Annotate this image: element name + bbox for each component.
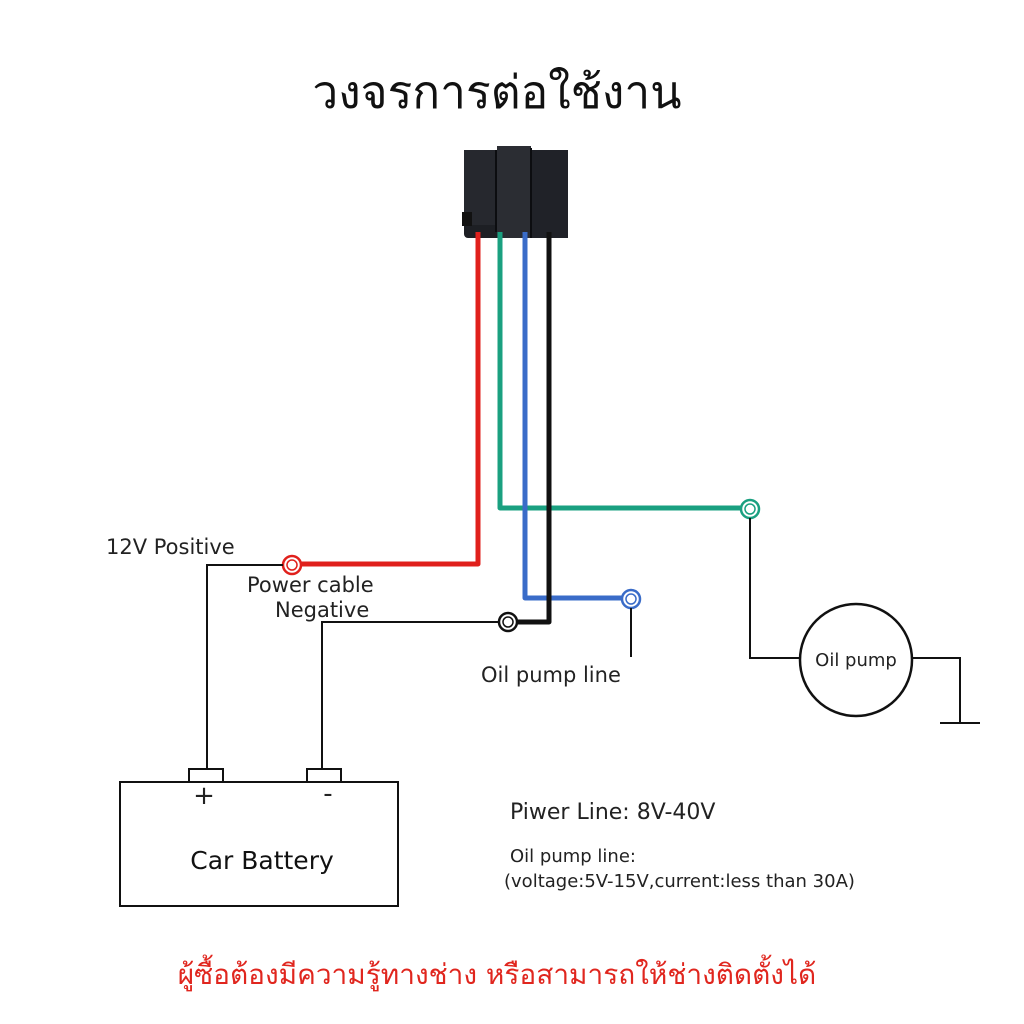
installation-warning: ผู้ซื้อต้องมีความรู้ทางช่าง หรือสามารถให…	[178, 954, 817, 992]
battery-label: Car Battery	[190, 846, 334, 875]
battery-plus-sign: +	[193, 781, 215, 811]
black-ground-wire	[515, 232, 552, 625]
terminal-ring-icon	[281, 554, 303, 576]
battery-icon	[119, 768, 399, 907]
wires	[296, 232, 745, 625]
terminal-ring-icon	[497, 611, 519, 633]
terminal-ring-icon	[620, 588, 642, 610]
oil-pump-line-spec-title: Oil pump line:	[510, 846, 636, 867]
thin-leads	[206, 518, 961, 770]
green-pump-wire	[497, 232, 745, 511]
power-cable-label: Power cable	[247, 573, 374, 597]
relay-device-icon	[462, 146, 568, 238]
oil-pump-line-spec-detail: (voltage:5V-15V,current:less than 30A)	[504, 871, 855, 892]
blue-signal-wire	[522, 232, 624, 601]
oil-pump-circle-icon	[798, 602, 914, 718]
terminal-ring-icon	[739, 498, 761, 520]
battery-minus-sign: -	[323, 779, 332, 809]
oil-pump-label: Oil pump	[815, 650, 897, 671]
power-line-spec: Piwer Line: 8V-40V	[510, 800, 715, 825]
negative-label: Negative	[275, 598, 369, 622]
red-power-wire	[296, 232, 481, 567]
diagram-title: วงจรการต่อใช้งาน	[312, 65, 681, 119]
oil-pump-line-label: Oil pump line	[481, 663, 621, 687]
positive-label: 12V Positive	[106, 535, 235, 559]
